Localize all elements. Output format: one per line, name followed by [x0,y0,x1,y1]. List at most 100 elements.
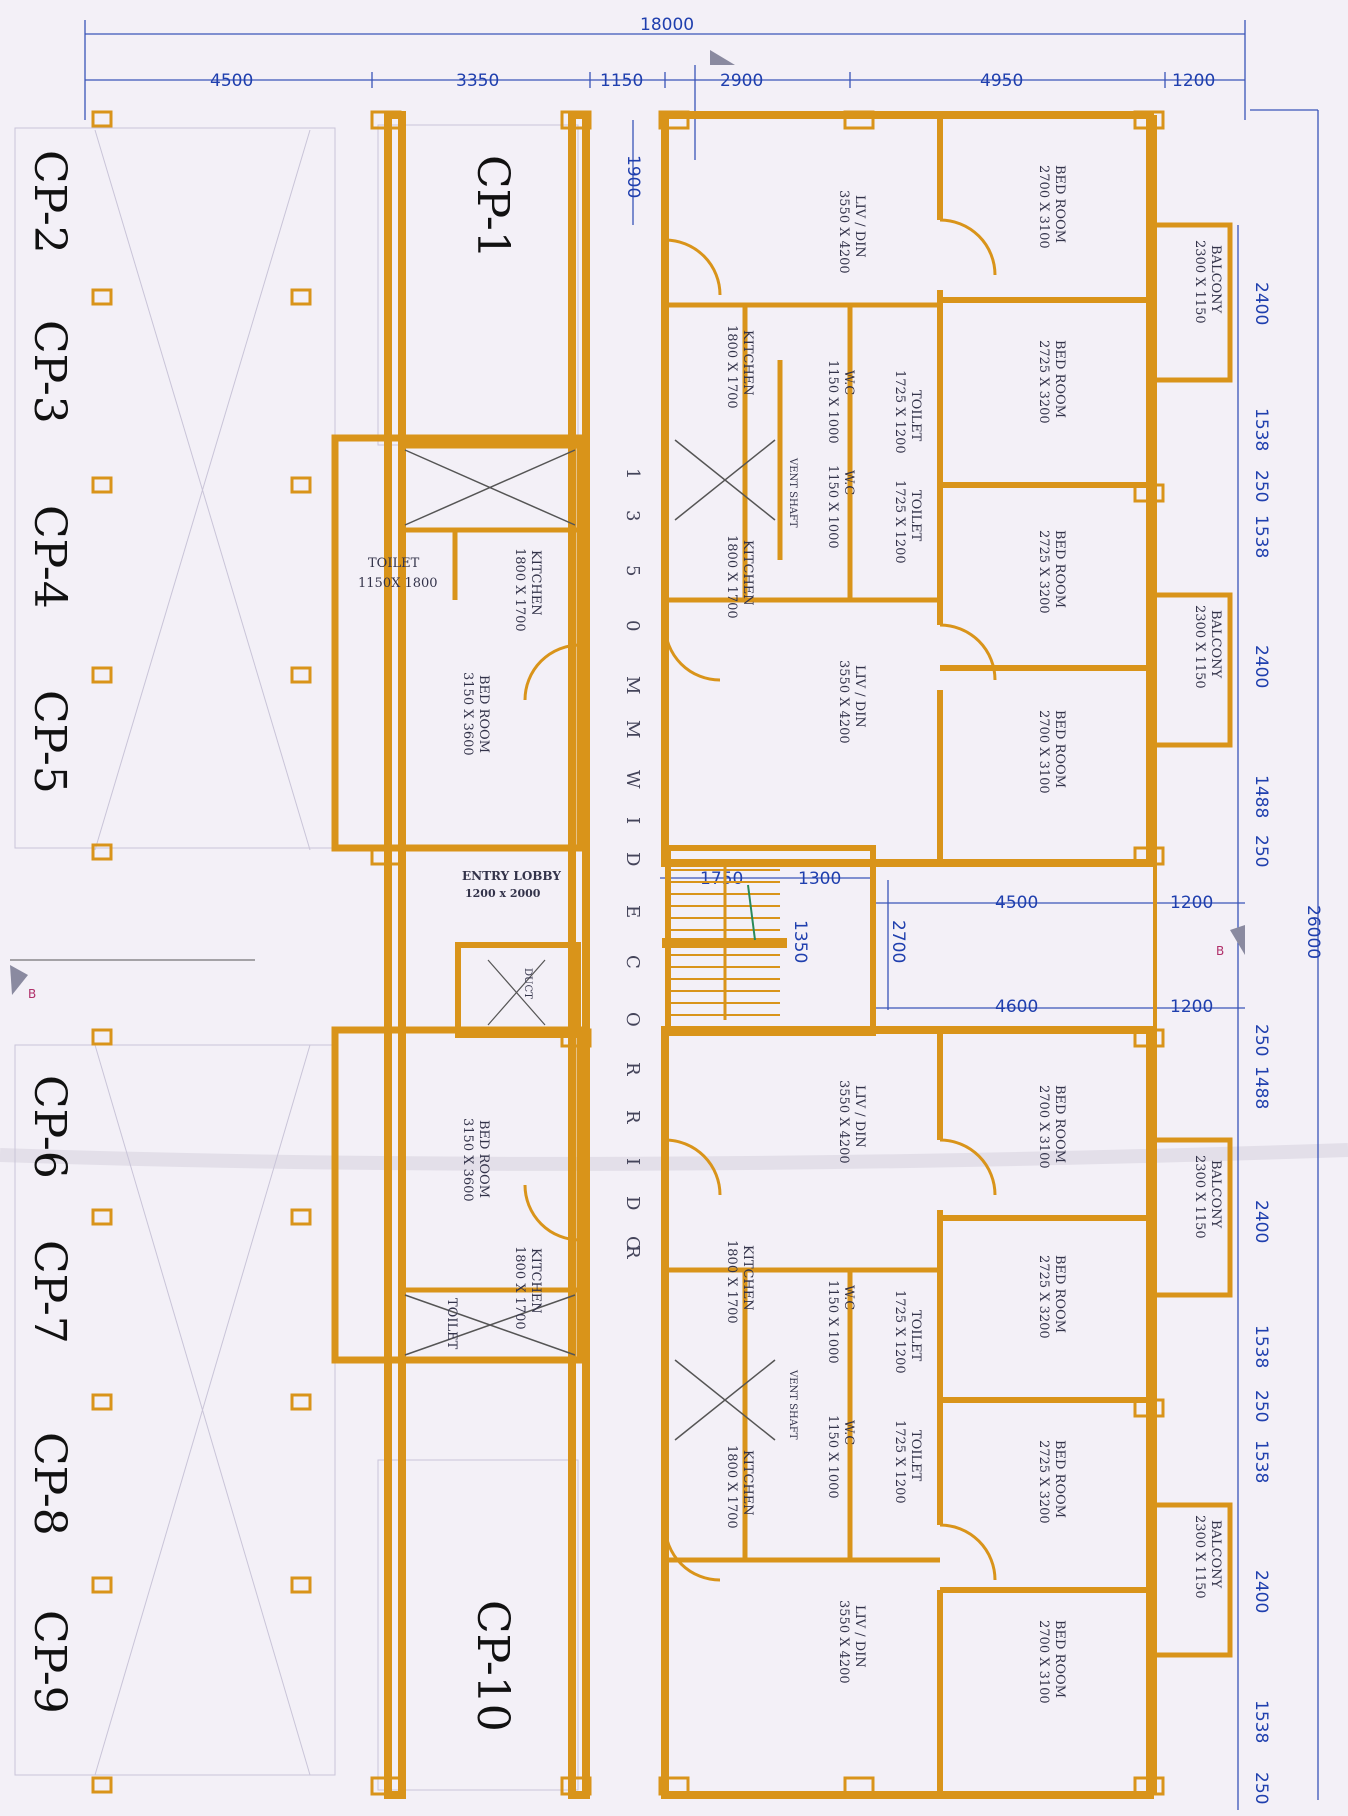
left-toilet-size: 1150X 1800 [358,576,438,591]
corridor-char-1: 3 [622,510,643,523]
bedroom-c2-size: 2725 X 3200 [1036,1255,1051,1339]
bedroom-b1: BED ROOM [1052,530,1067,608]
corridor-char-14: I [622,1158,643,1167]
toilet-c: TOILET [908,1310,923,1362]
bedroom-b2-size: 2700 X 3100 [1036,710,1051,794]
corridor-char-9: E [622,905,643,920]
wc-b-size: 1150 X 1000 [825,465,840,549]
parking-cp-8: CP-8 [24,1432,75,1536]
core-dimensions: 1750 1300 1350 2700 4500 1200 4600 1200 [660,869,1245,1017]
corridor-char-17: R [622,1245,643,1261]
dim-r15: 1538 [1251,1700,1271,1743]
liv-din-c: LIV / DIN [852,1085,867,1148]
corridor-char-15: D [622,1196,643,1212]
parking-cp-1: CP-1 [467,155,518,259]
bedroom-a1: BED ROOM [1052,165,1067,243]
dim-1150-top: 1150 [600,71,643,91]
dim-r11: 1538 [1251,1325,1271,1368]
left-kitchen-upper: KITCHEN [528,550,543,616]
dim-r9: 1488 [1251,1066,1271,1109]
wc-c: W.C [841,1285,856,1310]
balcony-d: BALCONY [1208,1520,1223,1589]
dim-1900: 1900 [623,155,643,198]
left-bedroom-lower: BED ROOM [476,1120,491,1198]
parking-cp-10: CP-10 [467,1600,518,1732]
liv-din-a-size: 3550 X 4200 [836,190,851,274]
section-marker-left: B [28,987,36,1001]
dim-1200-top: 1200 [1172,71,1215,91]
left-bedroom-upper: BED ROOM [476,675,491,753]
parking-cp-7: CP-7 [24,1240,75,1344]
kitchen-b-size: 1800 X 1700 [724,535,739,619]
entry-lobby-size: 1200 x 2000 [465,887,541,900]
kitchen-c: KITCHEN [740,1245,755,1311]
bedroom-d2: BED ROOM [1052,1620,1067,1698]
vent-shaft-c: VENT SHAFT [787,1369,798,1440]
corridor-char-10: C [622,955,643,971]
bedroom-a2: BED ROOM [1052,340,1067,418]
toilet-a: TOILET [908,390,923,442]
toilet-b-size: 1725 X 1200 [892,480,907,564]
balcony-a-size: 2300 X 1150 [1192,240,1207,324]
parking-area: CP-1 CP-2 CP-3 CP-4 CP-5 CP-6 CP-7 CP-8 … [14,110,579,1794]
dim-3350-top: 3350 [456,71,499,91]
dim-1200-core-b: 1200 [1170,997,1213,1017]
dim-r5: 2400 [1251,645,1271,688]
wc-c-size: 1150 X 1000 [825,1280,840,1364]
corridor-char-12: R [622,1062,643,1078]
balcony-b: BALCONY [1208,610,1223,679]
bedroom-c2: BED ROOM [1052,1255,1067,1333]
dim-r10: 2400 [1251,1200,1271,1243]
corridor-char-4: M [622,676,643,696]
left-toilet-lower: TOILET [444,1298,459,1350]
balcony-b-size: 2300 X 1150 [1192,605,1207,689]
corridor-char-6: W [622,770,643,791]
bedroom-d1-size: 2725 X 3200 [1036,1440,1051,1524]
overall-width-label: 18000 [640,15,694,35]
wc-a: W.C [841,370,856,395]
parking-cp-5: CP-5 [24,690,75,794]
left-kitchen-lower-size: 1800 X 1700 [512,1246,527,1330]
toilet-a-size: 1725 X 1200 [892,370,907,454]
corridor-char-5: M [622,720,643,740]
dim-r8: 250 [1251,1024,1271,1056]
vent-shaft-a: VENT SHAFT [787,457,798,528]
corridor-char-11: O [622,1012,643,1029]
parking-cp-4: CP-4 [24,505,75,609]
dim-2900-top: 2900 [720,71,763,91]
corridor: 1 3 5 0 M M W I D E C O R R I D O R [622,468,643,1261]
wc-b: W.C [841,470,856,495]
liv-din-d-size: 3550 X 4200 [836,1600,851,1684]
dim-4500-top: 4500 [210,71,253,91]
toilet-b: TOILET [908,490,923,542]
duct-label: DUCT [522,968,533,999]
dim-1350: 1350 [790,920,810,963]
liv-din-b: LIV / DIN [852,665,867,728]
top-dimensions: 18000 4500 3350 1150 2900 4950 1200 1900 [84,15,1246,225]
dim-1750: 1750 [700,869,743,889]
bedroom-a2-size: 2725 X 3200 [1036,340,1051,424]
left-kitchen-upper-size: 1800 X 1700 [512,548,527,632]
parking-cp-2: CP-2 [24,150,75,254]
corridor-char-7: I [622,817,643,826]
liv-din-a: LIV / DIN [852,195,867,258]
bedroom-c1: BED ROOM [1052,1085,1067,1163]
toilet-c-size: 1725 X 1200 [892,1290,907,1374]
wc-d-size: 1150 X 1000 [825,1415,840,1499]
bedroom-d2-size: 2700 X 3100 [1036,1620,1051,1704]
dim-r3: 250 [1251,470,1271,502]
kitchen-a-size: 1800 X 1700 [724,325,739,409]
entry-lobby-label: ENTRY LOBBY [462,869,561,883]
liv-din-c-size: 3550 X 4200 [836,1080,851,1164]
liv-din-b-size: 3550 X 4200 [836,660,851,744]
parking-cp-3: CP-3 [24,320,75,424]
right-flats: LIV / DIN 3550 X 4200 BED ROOM 2700 X 31… [658,110,1233,1799]
dim-4600-core: 4600 [995,997,1038,1017]
kitchen-d: KITCHEN [740,1450,755,1516]
wc-a-size: 1150 X 1000 [825,360,840,444]
dim-r6: 1488 [1251,775,1271,818]
wc-d: W.C [841,1420,856,1445]
kitchen-c-size: 1800 X 1700 [724,1240,739,1324]
right-dimensions: 26000 2400 1538 250 1538 2400 1488 250 2… [1237,109,1323,1810]
bedroom-c1-size: 2700 X 3100 [1036,1085,1051,1169]
